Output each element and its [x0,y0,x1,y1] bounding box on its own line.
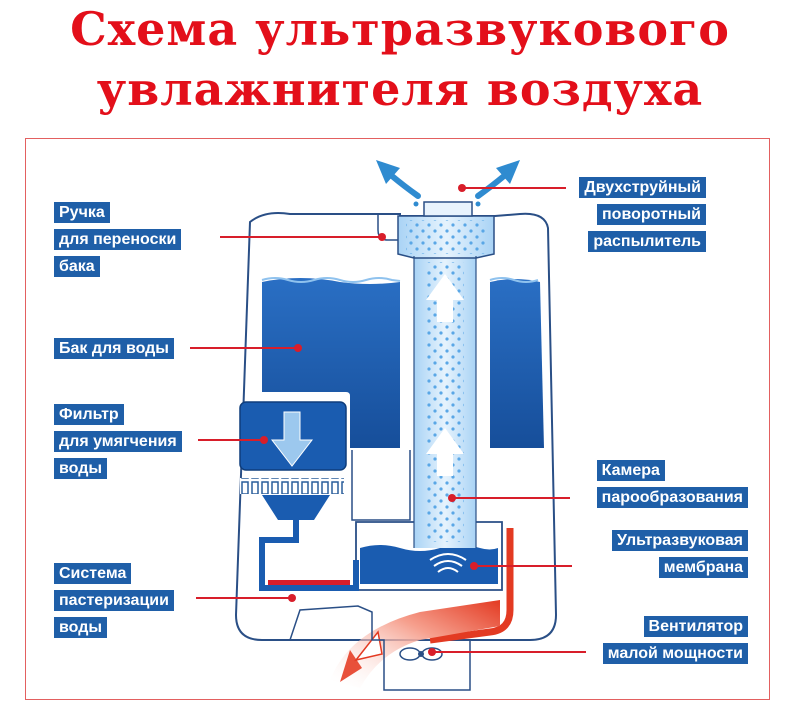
chamber-water [360,545,498,584]
label-filter: Фильтр для умягчения воды [54,404,182,485]
label-fan-line-1: Вентилятор [643,616,748,637]
label-filter-line-3: воды [54,458,108,479]
membrane-waves [429,553,467,573]
diagram-frame [25,138,770,700]
label-handle-line-1: Ручка [54,202,110,223]
leader-lines [190,187,586,653]
label-handle-line-3: бака [54,256,100,277]
label-membrane-line-1: Ультразвуковая [612,530,748,551]
heat-arrow-main [354,630,383,662]
title-line-2: увлажнителя воздуха [96,62,704,116]
spray-arrow-left [376,160,421,199]
water-tank-shape [262,278,400,448]
label-pasteurization-line-2: пастеризации [54,590,174,611]
heat-channel [429,528,514,644]
heat-arrow [340,650,362,682]
up-arrow-top [426,274,464,322]
base-housing [289,605,471,691]
pasteurization-plate [268,580,350,585]
label-sprayer-line-1: Двухструйный [579,177,706,198]
label-handle-line-2: для переноски [54,229,182,250]
spray-arrow-right [475,160,520,199]
label-fan: Вентилятор малой мощности [602,616,748,670]
spray-dot [413,201,419,207]
label-filter-line-2: для умягчения [54,431,182,452]
label-sprayer-line-2: поворотный [597,204,706,225]
label-membrane-line-2: мембрана [658,557,748,578]
label-filter-line-1: Фильтр [54,404,124,425]
fan-icon [399,647,443,661]
leader-dots [260,184,478,656]
sprayer-cap [423,201,473,217]
filter-teeth [240,478,344,494]
tank-wavy-edge-right [489,277,539,283]
label-fan-line-2: малой мощности [602,643,748,664]
up-arrow-bottom [426,428,464,476]
water-pipe [259,520,359,591]
heat-flow [330,600,500,688]
label-handle: Ручка для переноски бака [54,202,182,283]
label-chamber-line-2: парообразования [596,487,748,508]
label-sprayer: Двухструйный поворотный распылитель [579,177,706,258]
water-tank-right [490,279,544,448]
label-tank-line-1: Бак для воды [54,338,174,359]
title-line-1: Схема ультразвукового [70,2,730,56]
tube-top-cup-bubbles [406,220,486,254]
label-tank: Бак для воды [54,338,174,365]
label-membrane: Ультразвуковая мембрана [612,530,748,584]
label-pasteurization-line-1: Система [54,563,132,584]
spray-dot [475,201,481,207]
label-pasteurization-line-3: воды [54,617,108,638]
label-pasteurization: Система пастеризации воды [54,563,174,644]
label-chamber: Камера парообразования [596,460,748,514]
tank-wavy-edge [261,277,401,283]
filter-down-arrow [270,411,314,467]
label-sprayer-line-3: распылитель [588,231,706,252]
chamber-housing [351,450,411,521]
filter-funnel [262,495,330,520]
label-chamber-line-1: Камера [596,460,665,481]
